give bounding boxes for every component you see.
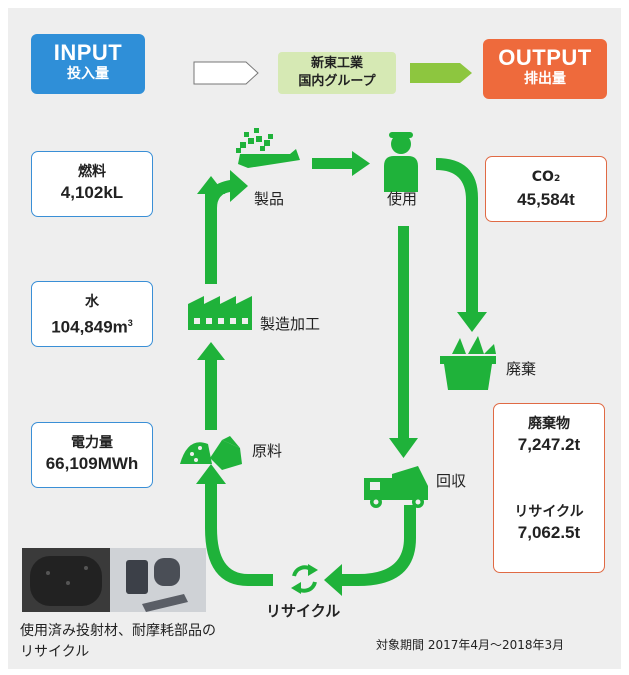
power-value: 66,109MWh (45, 454, 139, 473)
water-unit-superscript: 3 (127, 318, 133, 328)
input-title: INPUT (53, 40, 123, 65)
period-note: 対象期間 2017年4月〜2018年3月 (376, 638, 565, 652)
factory-icon (188, 296, 252, 330)
group-box: 新東工業 国内グループ (278, 52, 396, 94)
arrow-collection-to-recycle (324, 505, 416, 596)
photo-shot-media (22, 548, 110, 612)
ore-icon (180, 436, 242, 470)
water-value: 104,849m (51, 317, 128, 337)
input-header: INPUT 投入量 (31, 34, 145, 94)
arrow-product-to-use-head (352, 151, 370, 176)
output-header: OUTPUT 排出量 (483, 39, 607, 99)
arrow-recycle-to-raw (196, 464, 273, 586)
truck-icon (364, 466, 428, 508)
photo-wear-parts (110, 548, 206, 612)
water-box: 水 104,849m3 (31, 281, 153, 347)
recycle-label: リサイクル (514, 504, 584, 520)
output-subtitle: 排出量 (524, 71, 566, 87)
recycle-value: 7,062.5t (517, 523, 581, 542)
cycle-graphic (22, 128, 536, 612)
arrow-use-to-collection-shaft (398, 226, 409, 440)
waste-value: 7,247.2t (517, 435, 581, 454)
recycle-cycle-label: リサイクル (266, 602, 341, 620)
power-box: 電力量 66,109MWh (31, 422, 153, 488)
arrow-factory-to-product-shaft (205, 186, 217, 284)
input-subtitle: 投入量 (67, 66, 109, 82)
photo-caption-line2: リサイクル (20, 644, 90, 660)
arrow-use-to-disposal (436, 158, 487, 332)
co2-subscript: 2 (553, 174, 561, 184)
arrow-raw-to-factory-head (197, 342, 225, 360)
disposal-label: 廃棄 (506, 360, 537, 378)
group-line2: 国内グループ (298, 74, 376, 89)
water-value-line: 104,849m3 (32, 312, 152, 339)
product-label: 製品 (254, 190, 285, 208)
waste-box: 廃棄物 7,247.2t リサイクル 7,062.5t (493, 403, 605, 573)
arrow-product-to-use-shaft (312, 158, 354, 169)
waste-label: 廃棄物 (528, 416, 570, 432)
diagram-panel: INPUT 投入量 新東工業 国内グループ OUTPUT 排出量 (8, 8, 621, 669)
collection-label: 回収 (436, 472, 467, 490)
worker-icon (384, 132, 418, 192)
co2-box: CO2 45,584t (485, 156, 607, 222)
manufacturing-label: 製造加工 (260, 315, 321, 333)
product-icon (236, 128, 300, 168)
group-line1: 新東工業 (310, 56, 363, 71)
use-label: 使用 (387, 190, 418, 208)
co2-value: 45,584t (517, 190, 575, 209)
arrow-raw-to-factory-shaft (205, 360, 217, 430)
photo-caption-line1: 使用済み投射材、耐摩耗部品の (20, 623, 216, 639)
arrow-use-to-collection-head (389, 438, 418, 458)
raw-material-label: 原料 (252, 442, 283, 460)
co2-label: CO (531, 169, 554, 185)
power-label: 電力量 (71, 435, 113, 451)
water-label: 水 (85, 294, 99, 310)
fuel-box: 燃料 4,102kL (31, 151, 153, 217)
output-title: OUTPUT (498, 45, 592, 70)
co2-label-line: CO2 (486, 167, 606, 189)
fuel-value: 4,102kL (60, 183, 124, 202)
arrow-corner-product (205, 170, 248, 208)
fuel-label: 燃料 (78, 164, 106, 180)
trash-icon (440, 336, 496, 390)
